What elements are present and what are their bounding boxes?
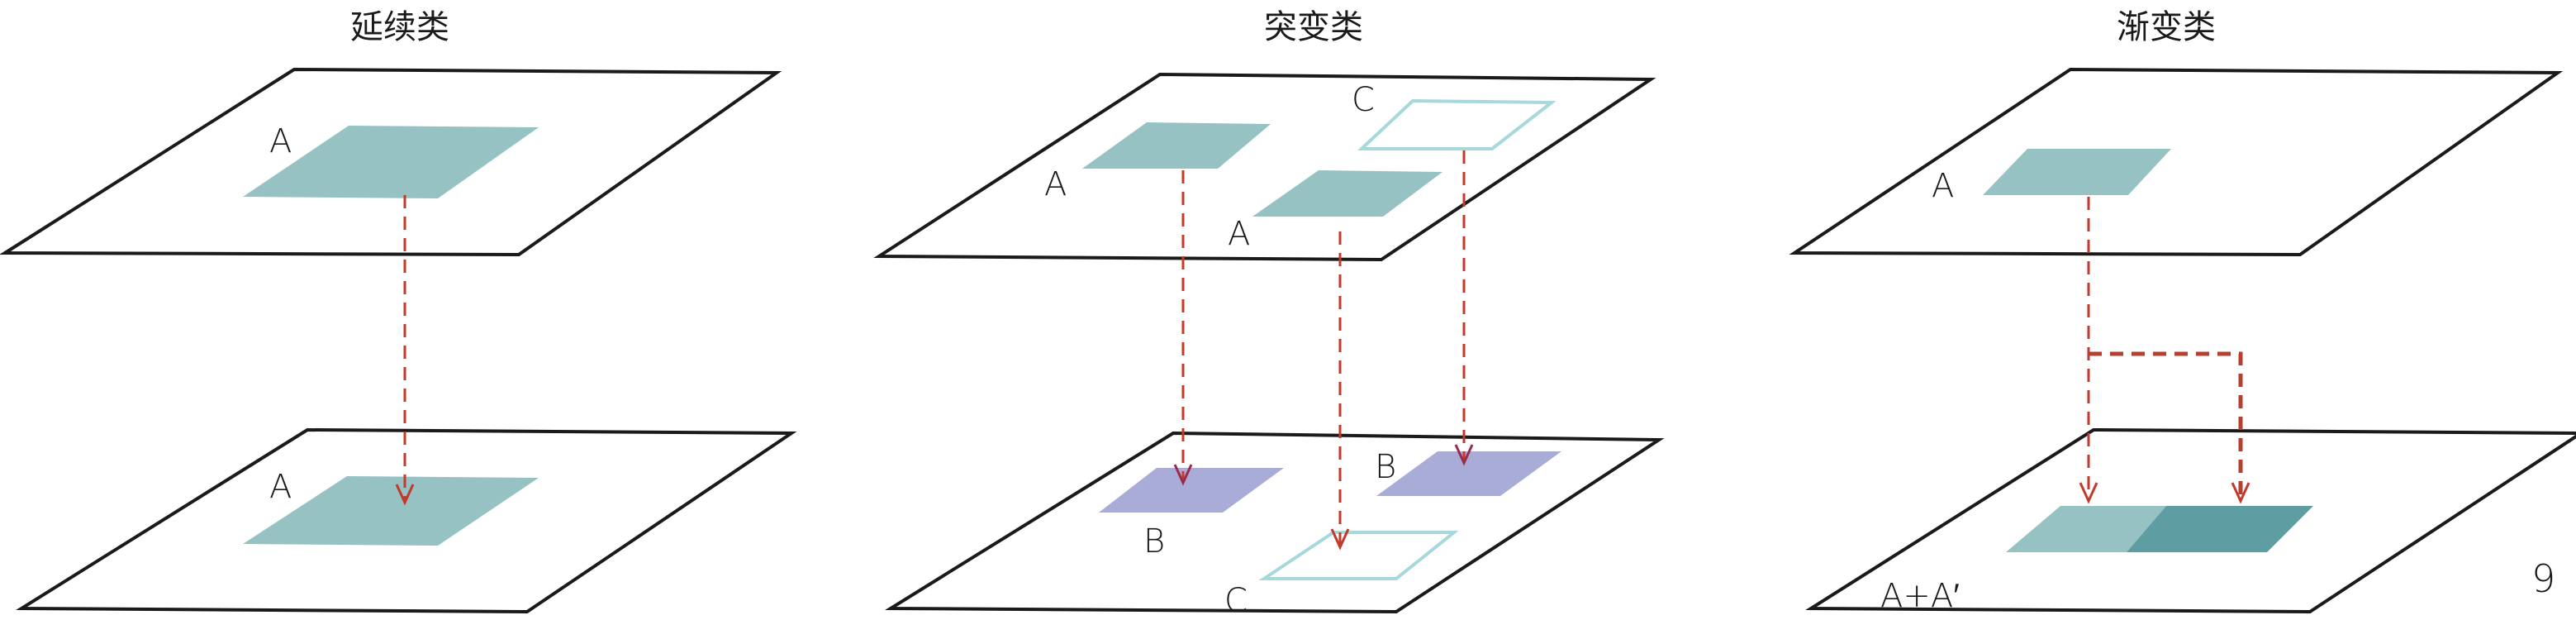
- dashed-branch-line: [2089, 351, 2243, 496]
- patch-c-bottom: [1258, 531, 1459, 580]
- patch-a1-top: [1082, 122, 1271, 169]
- panel-mutation: 突变类 A A C B B C: [873, 8, 1665, 620]
- arrowhead-icon: [395, 484, 415, 506]
- label-a2-top: A: [1228, 215, 1250, 253]
- label-b1-bottom: B: [1143, 522, 1165, 560]
- patch-a-top: [1983, 149, 2171, 195]
- panel-title-continuation: 延续类: [350, 8, 449, 46]
- label-a-top: A: [1932, 167, 1954, 205]
- label-c-bottom: C: [1224, 582, 1248, 620]
- top-plane: [1789, 67, 2564, 257]
- patch-c-top: [1357, 98, 1557, 150]
- label-a-bottom: A: [269, 468, 292, 506]
- patch-a-bottom: [243, 476, 539, 546]
- arrowhead-icon: [1173, 464, 1193, 486]
- arrowhead-icon: [1454, 444, 1474, 466]
- panel-gradual: 渐变类 A A+A′: [1789, 8, 2576, 615]
- patch-a-bottom: [2006, 506, 2166, 552]
- panel-title-gradual: 渐变类: [2117, 8, 2216, 46]
- patch-b1-bottom: [1099, 468, 1284, 513]
- patch-a-top: [243, 126, 539, 198]
- patch-a-prime-bottom: [2127, 506, 2313, 552]
- label-a-plus-a-prime: A+A′: [1880, 577, 1960, 615]
- label-a-top: A: [269, 122, 292, 160]
- patch-a2-top: [1252, 170, 1442, 217]
- patch-b2-bottom: [1376, 451, 1561, 496]
- arrowhead-icon: [2079, 482, 2098, 504]
- label-c-top: C: [1352, 81, 1375, 119]
- page-number: 9: [2531, 556, 2555, 601]
- panel-continuation: 延续类 A A: [0, 8, 797, 614]
- label-b2-bottom: B: [1375, 448, 1396, 486]
- arrowhead-icon: [2231, 482, 2250, 504]
- arrowhead-icon: [1330, 528, 1350, 551]
- label-a1-top: A: [1044, 165, 1067, 203]
- panel-title-mutation: 突变类: [1264, 8, 1363, 46]
